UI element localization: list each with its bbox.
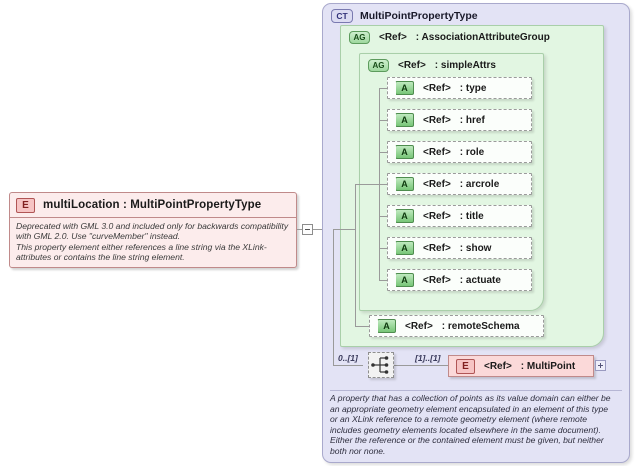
cardinality-right: [1]..[1] xyxy=(415,353,441,363)
attribute-row[interactable]: A <Ref> : role xyxy=(387,141,532,163)
doc-line: attributes or contains the line string e… xyxy=(16,252,185,263)
attribute-name: : role xyxy=(459,146,485,158)
ref-label: <Ref> xyxy=(423,210,451,222)
attribute-row[interactable]: A <Ref> : type xyxy=(387,77,532,99)
attribute-name: : arcrole xyxy=(459,178,500,190)
attribute-group-name: : AssociationAttributeGroup xyxy=(415,32,550,43)
ref-label: <Ref> xyxy=(423,146,451,158)
multilocation-header: E multiLocation : MultiPointPropertyType xyxy=(10,193,296,218)
attribute-icon: A xyxy=(390,145,414,161)
doc-line: Deprecated with GML 3.0 and included onl… xyxy=(16,221,289,231)
multilocation-documentation: Deprecated with GML 3.0 and included onl… xyxy=(10,218,296,263)
doc-line: an appropriate geometry element encapsul… xyxy=(330,403,609,414)
cardinality-left: 0..[1] xyxy=(338,353,358,363)
connector-line xyxy=(379,184,387,185)
complextype-documentation: A property that has a collection of poin… xyxy=(330,393,626,457)
ref-label: <Ref> xyxy=(423,274,451,286)
ref-label: <Ref> xyxy=(423,178,451,190)
connector-line xyxy=(355,326,369,327)
attribute-row[interactable]: A <Ref> : actuate xyxy=(387,269,532,291)
connector-line xyxy=(355,184,356,326)
element-icon: E xyxy=(456,358,475,374)
attribute-icon: A xyxy=(390,81,414,97)
complextype-icon: CT xyxy=(331,9,353,23)
attribute-icon: A xyxy=(390,177,414,193)
connector-line xyxy=(379,120,387,121)
attributegroup-icon: AG xyxy=(368,59,389,72)
element-icon: E xyxy=(16,197,35,213)
attribute-icon: A xyxy=(390,113,414,129)
ref-label: <Ref> xyxy=(405,320,433,332)
multilocation-element-box[interactable]: E multiLocation : MultiPointPropertyType… xyxy=(9,192,297,268)
doc-line: includes geometry elements located elsew… xyxy=(330,424,601,435)
connector-line xyxy=(379,248,387,249)
connector-line xyxy=(355,184,379,185)
connector-line xyxy=(333,229,355,230)
attribute-icon: A xyxy=(390,241,414,257)
attribute-group-simpleattrs-header: AG <Ref> : simpleAttrs xyxy=(368,59,496,72)
attribute-name: : remoteSchema xyxy=(441,320,520,332)
multipoint-element-row[interactable]: E <Ref> : MultiPoint xyxy=(448,355,594,377)
ref-label: <Ref> xyxy=(423,82,451,94)
attribute-icon: A xyxy=(390,209,414,225)
attribute-group-name: : simpleAttrs xyxy=(434,60,496,71)
attribute-row-remoteschema[interactable]: A <Ref> : remoteSchema xyxy=(369,315,544,337)
divider xyxy=(330,390,622,391)
plus-box-icon[interactable] xyxy=(595,360,606,371)
doc-line: or an XLink reference to a remote geomet… xyxy=(330,414,587,425)
attribute-name: : href xyxy=(459,114,485,126)
doc-line: with GML 2.0. Use "curveMember" instead. xyxy=(16,231,181,242)
attribute-icon: A xyxy=(372,319,396,335)
attribute-name: : title xyxy=(459,210,484,222)
attribute-row[interactable]: A <Ref> : show xyxy=(387,237,532,259)
attributegroup-icon: AG xyxy=(349,31,370,44)
choice-node-icon[interactable] xyxy=(368,352,394,378)
complextype-title: MultiPointPropertyType xyxy=(360,10,478,22)
attribute-icon: A xyxy=(390,273,414,289)
doc-line: A property that has a collection of poin… xyxy=(330,393,611,403)
multipoint-name: : MultiPoint xyxy=(520,360,576,372)
doc-line: This property element either references … xyxy=(16,241,267,252)
attribute-row[interactable]: A <Ref> : title xyxy=(387,205,532,227)
connector-line xyxy=(379,216,387,217)
attribute-row[interactable]: A <Ref> : href xyxy=(387,109,532,131)
ref-label: <Ref> xyxy=(398,60,426,71)
ref-label: <Ref> xyxy=(423,242,451,254)
attribute-name: : show xyxy=(459,242,492,254)
connector-line xyxy=(379,280,387,281)
ref-label: <Ref> xyxy=(484,360,512,372)
attribute-row[interactable]: A <Ref> : arcrole xyxy=(387,173,532,195)
complextype-header: CT MultiPointPropertyType xyxy=(331,9,478,23)
ref-label: <Ref> xyxy=(379,32,407,43)
doc-line: Either the reference or the contained el… xyxy=(330,435,604,446)
attribute-group-association-header: AG <Ref> : AssociationAttributeGroup xyxy=(349,31,550,44)
connector-line xyxy=(333,365,363,366)
connector-line xyxy=(379,88,387,89)
ref-label: <Ref> xyxy=(423,114,451,126)
minus-box-icon[interactable] xyxy=(302,224,313,235)
attribute-name: : actuate xyxy=(459,274,501,286)
connector-line xyxy=(379,152,387,153)
doc-line: both nor none. xyxy=(330,445,386,456)
page-title: multiLocation : MultiPointPropertyType xyxy=(43,199,262,211)
attribute-name: : type xyxy=(459,82,487,94)
connector-line xyxy=(333,229,334,365)
connector-line xyxy=(394,365,448,366)
